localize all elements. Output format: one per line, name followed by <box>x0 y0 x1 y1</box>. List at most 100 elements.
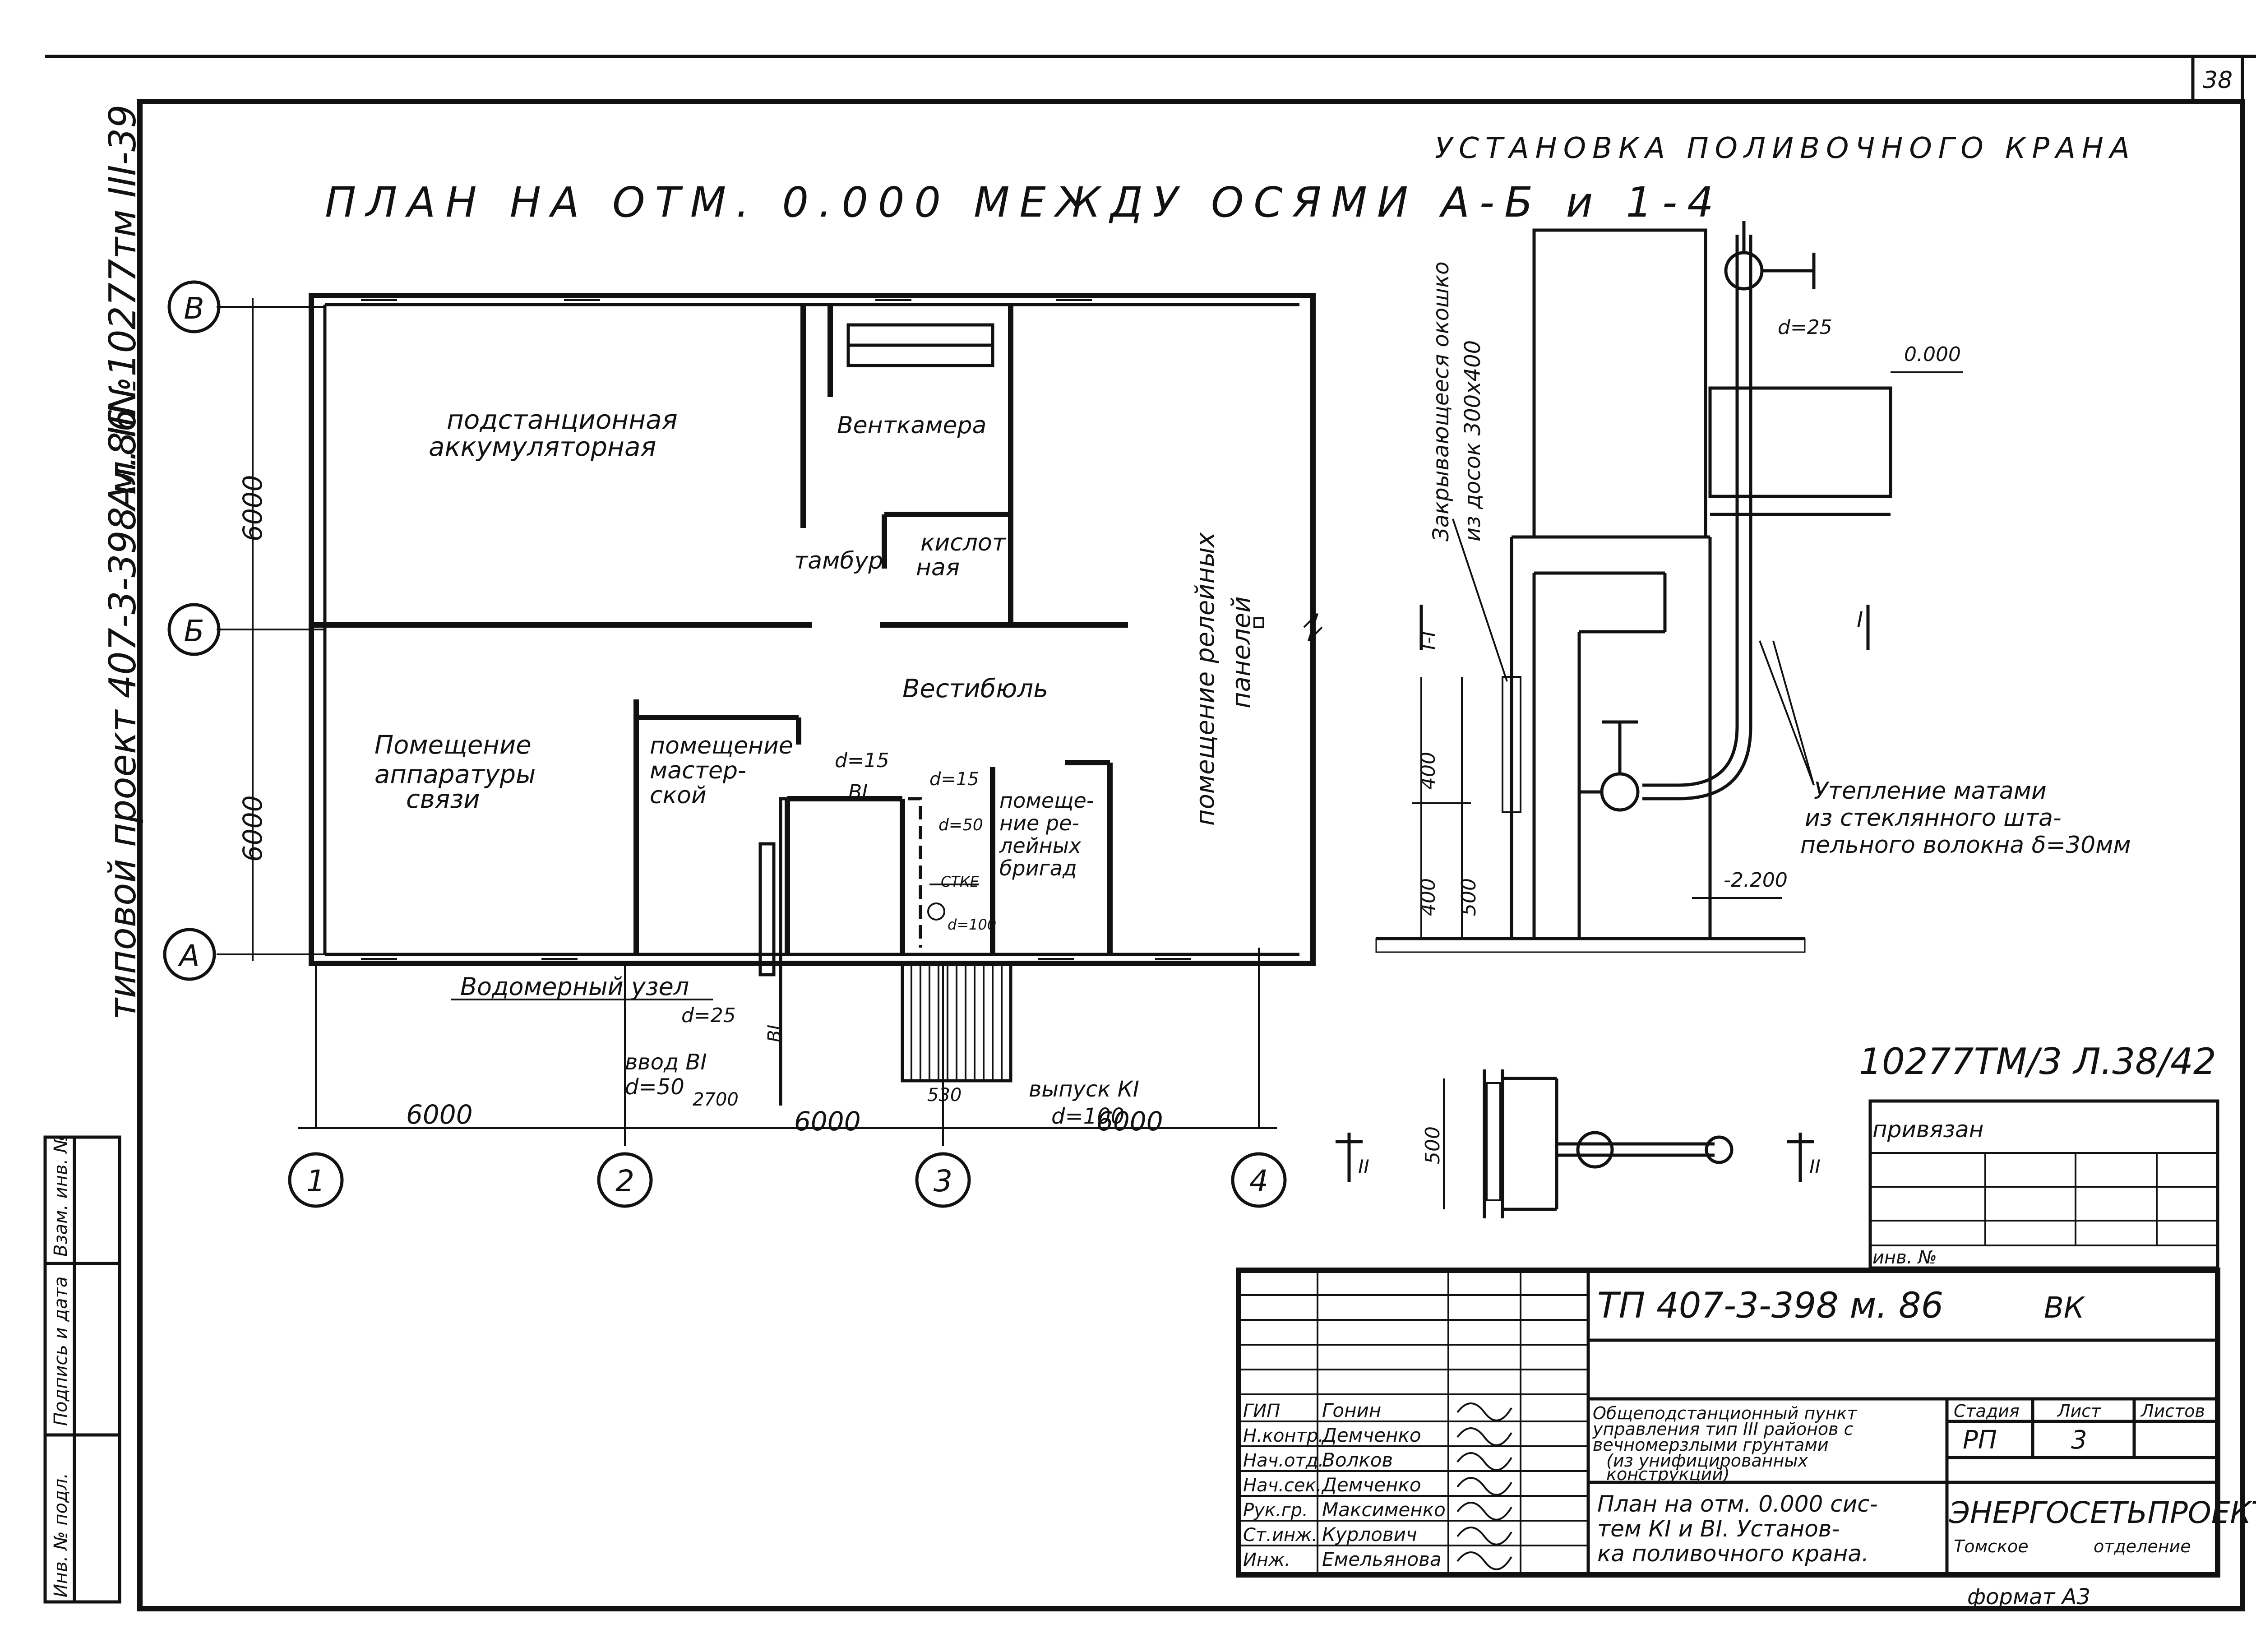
inv-ref-label: №10277тм III-39 <box>102 105 144 417</box>
project-label: типовой проект 407-3-398 м.86 <box>102 408 144 1020</box>
tap-d25: d=25 <box>1778 316 1832 339</box>
room-brigade-2: ние ре- <box>999 811 1079 835</box>
tb-section: ВК <box>2044 1291 2085 1325</box>
tb-staff-name: Максименко <box>1322 1499 1446 1521</box>
outlet-d-label: d=100 <box>1051 1104 1124 1129</box>
room-battery-1: подстанционная <box>447 404 678 435</box>
tb-sheet-title-2: тем КI и ВI. Установ- <box>1597 1516 1840 1542</box>
svg-text:4: 4 <box>1249 1164 1268 1199</box>
svg-text:1: 1 <box>306 1164 325 1199</box>
svg-text:2: 2 <box>615 1164 634 1199</box>
binding-stamp-title: привязан <box>1872 1116 1983 1143</box>
water-pipes <box>758 797 979 1106</box>
axis-bubble-row-V: В <box>167 280 221 333</box>
axis-bubble-col-4: 4 <box>1231 1152 1287 1208</box>
tb-stage: РП <box>1963 1425 1997 1455</box>
room-acid-1: кислот <box>920 529 1007 556</box>
tap-window-2: из досок 300х400 <box>1460 340 1485 541</box>
axis-bubble-row-B: Б <box>167 603 221 656</box>
tb-staff-role: ГИП <box>1243 1401 1280 1421</box>
tb-branch-2: отделение <box>2094 1536 2191 1556</box>
tb-sheet-title-3: ка поливочного крана. <box>1597 1541 1869 1567</box>
tb-desc-5: конструкций) <box>1606 1464 1730 1484</box>
tb-staff-name: Гонин <box>1322 1399 1381 1421</box>
axis-bubble-col-3: 3 <box>915 1152 971 1208</box>
room-relay-1: помещение релейных <box>1191 532 1220 826</box>
tb-branch-1: Томское <box>1954 1536 2029 1556</box>
axis-bubble-col-1: 1 <box>288 1152 344 1208</box>
room-tambour: тамбур <box>794 547 883 574</box>
meter-label: Водомерный узел <box>460 972 689 1001</box>
bi-vert-label: BI <box>764 1025 785 1042</box>
d25-label: d=25 <box>681 1004 736 1027</box>
tb-sheet-label: Лист <box>2057 1401 2102 1421</box>
ctk-label: СТКЕ <box>941 873 980 890</box>
svg-text:3: 3 <box>934 1164 952 1199</box>
tb-staff-name: Демченко <box>1321 1474 1421 1496</box>
building-walls <box>309 293 1323 966</box>
outlet-label: выпуск КI <box>1029 1077 1139 1102</box>
tap-dim-400b: 400 <box>1417 878 1440 916</box>
binding-stamp-inv: инв. № <box>1872 1247 1937 1268</box>
room-acid-2: ная <box>916 554 960 581</box>
room-comm-3: связи <box>406 785 480 814</box>
tb-staff-role: Инж. <box>1243 1550 1290 1570</box>
dim-530: 530 <box>927 1085 962 1106</box>
tb-staff-name: Демченко <box>1321 1424 1421 1446</box>
plan-title: ПЛАН НА ОТМ. 0.000 МЕЖДУ ОСЯМИ А-Б и 1-4 <box>325 178 1724 227</box>
inlet-d-label: d=50 <box>625 1074 684 1100</box>
tap-plan-view <box>1336 1069 1814 1218</box>
tb-sheet: 3 <box>2071 1425 2087 1455</box>
tb-staff-name: Курлович <box>1322 1523 1417 1546</box>
title-block <box>1236 1268 2220 1578</box>
room-brigade-3: лейных <box>999 833 1082 858</box>
room-battery-2: аккумуляторная <box>429 431 656 462</box>
tb-sheet-title-1: План на отм. 0.000 сис- <box>1597 1491 1878 1517</box>
signatures <box>1456 1402 1512 1570</box>
svg-text:В: В <box>184 291 204 326</box>
d15a-label: d=15 <box>835 749 889 772</box>
tb-stage-label: Стадия <box>1954 1401 2020 1421</box>
tap-section <box>1375 221 1963 953</box>
tap-section-mark: I <box>1857 607 1863 633</box>
tb-staff-role: Нач.отд. <box>1243 1450 1324 1471</box>
dim-row-upper: 6000 <box>237 475 268 541</box>
dim-col-1: 6000 <box>406 1099 473 1130</box>
d50-label: d=50 <box>938 816 983 834</box>
tb-staff-name: Емельянова <box>1322 1548 1442 1570</box>
room-vent: Венткамера <box>837 412 986 439</box>
axis-bubble-col-2: 2 <box>597 1152 653 1208</box>
room-brigade-4: бригад <box>999 856 1077 880</box>
tb-code: ТП 407-3-398 м. 86 <box>1597 1286 1943 1326</box>
room-workshop-1: помещение <box>650 732 793 759</box>
stair <box>901 962 1012 1083</box>
tb-desc-3: вечномерзлыми грунтами <box>1593 1435 1829 1455</box>
sheet-number: 38 <box>2203 67 2233 94</box>
tb-desc-4: (из унифицированных <box>1606 1451 1808 1471</box>
axis-bubble-row-A: А <box>163 928 216 981</box>
tb-desc-1: Общеподстанционный пункт <box>1593 1403 1858 1423</box>
margin-stamp-sign: Подпись и дата <box>51 1277 71 1426</box>
tb-sheets-label: Листов <box>2140 1401 2205 1421</box>
sheet-frame <box>137 99 2245 1611</box>
room-comm-2: аппаратуры <box>374 760 536 789</box>
sheet-number-box <box>2191 55 2244 103</box>
tb-desc-2: управления тип III районов с <box>1592 1419 1854 1439</box>
svg-text:Б: Б <box>184 614 204 648</box>
tb-staff-role: Н.контр. <box>1243 1425 1324 1446</box>
tap-dim-500: 500 <box>1457 878 1480 916</box>
room-workshop-2: мастер- <box>650 757 746 784</box>
inlet-label: ввод ВI <box>625 1050 707 1075</box>
album-label: Ал. III <box>102 405 144 512</box>
tap-window-1: Закрывающееся окошко <box>1428 262 1454 541</box>
dim-col-3: 6000 <box>1096 1106 1163 1137</box>
tap-insul-2: из стеклянного шта- <box>1805 805 2062 832</box>
dim-col-2: 6000 <box>794 1106 861 1137</box>
room-comm-1: Помещение <box>374 731 532 760</box>
room-lobby: Вестибюль <box>902 674 1048 703</box>
tap-plan-mark-left: II <box>1358 1156 1369 1178</box>
room-relay-2: панелей <box>1227 596 1256 708</box>
bi-label: BI <box>848 781 868 804</box>
tap-insul-3: пельного волокна δ=30мм <box>1800 832 2131 859</box>
